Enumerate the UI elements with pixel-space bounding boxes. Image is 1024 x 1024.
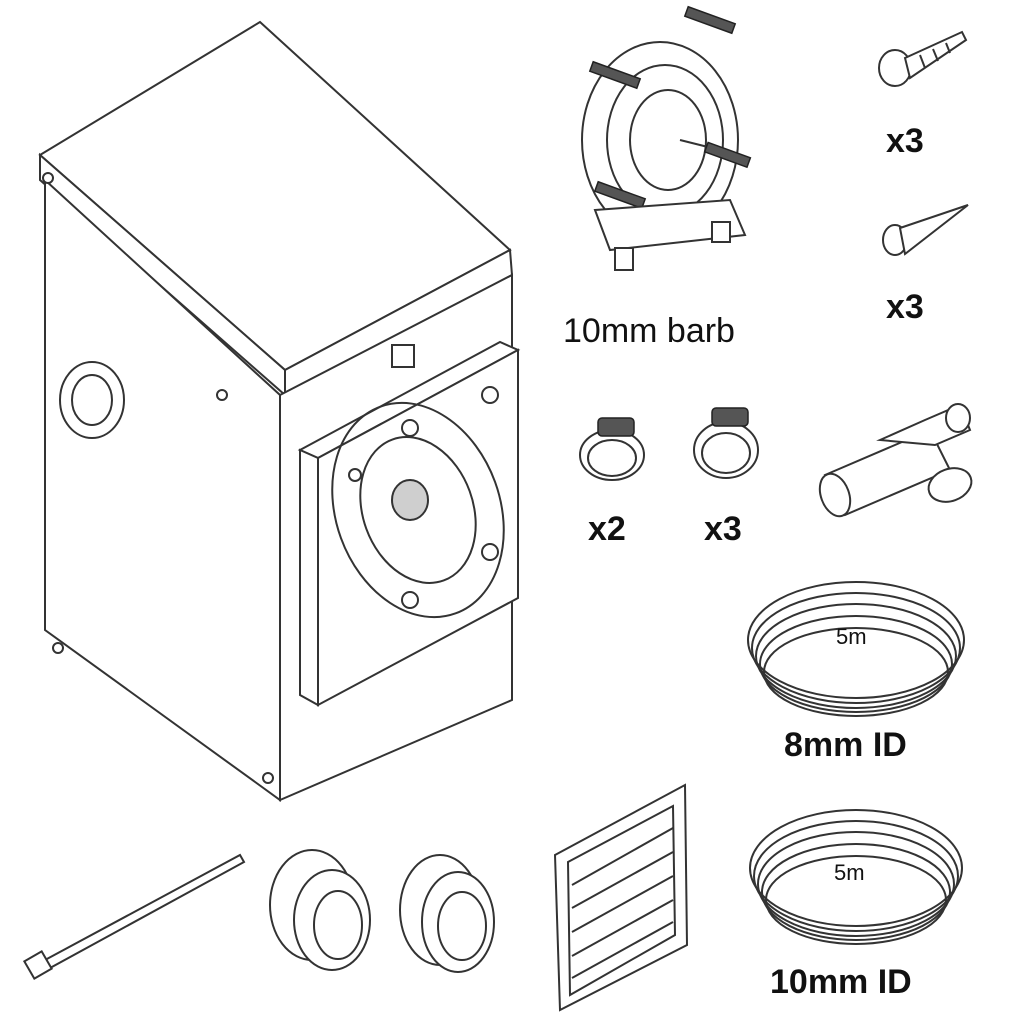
screw-thread: [945, 42, 951, 54]
pump-head-label: 10mm barb: [563, 312, 735, 350]
faceplate-screw: [481, 386, 499, 404]
tee-end: [945, 403, 971, 433]
label-row: [571, 827, 674, 886]
clip-screw-housing: [711, 407, 749, 427]
clip-band: [579, 429, 645, 481]
cable-tie-strap: [43, 853, 246, 970]
tube-10mm-length: 5m: [834, 860, 865, 885]
faceplate-screw: [348, 468, 362, 482]
cable-tie-head: [22, 949, 54, 981]
tube-coil-8mm: [747, 581, 965, 717]
faceplate-screw: [481, 543, 499, 561]
lid-screw: [391, 344, 415, 368]
pump-head-base: [593, 198, 747, 252]
coil-loop: [751, 592, 961, 704]
pump-head-ring-inner: [629, 89, 707, 191]
tee-connector: [818, 403, 973, 518]
faceplate-side: [299, 448, 319, 707]
screw: [878, 30, 968, 87]
coil-loop: [759, 615, 953, 713]
pump-ring-outer: [331, 401, 505, 619]
pump-rotor-shaft: [391, 479, 429, 521]
coil-loop: [753, 820, 959, 932]
tee-end: [818, 472, 852, 518]
label-row: [571, 899, 674, 957]
coil-loop: [763, 627, 949, 717]
grommet-body: [293, 869, 371, 971]
grommet-left: [269, 849, 371, 971]
coil-loop: [749, 809, 963, 927]
clip-band: [693, 421, 759, 479]
label-row: [571, 921, 674, 979]
pump-enclosure: [38, 20, 521, 802]
faceplate-front: [317, 348, 519, 707]
screw-thread: [919, 54, 926, 69]
faceplate-screw: [401, 419, 419, 437]
label-sheet-border: [566, 804, 677, 997]
pump-head-bolt: [683, 5, 737, 35]
clip-band-inner: [587, 439, 637, 477]
clip-screw-housing: [597, 417, 635, 437]
coil-loop: [755, 603, 957, 709]
label-sheet: [553, 783, 689, 1012]
label-sheet-card: [553, 783, 689, 1012]
wall-plug-body: [898, 204, 969, 256]
grommet-right: [399, 854, 495, 973]
coil-loop: [747, 581, 965, 699]
pump-head-bolt: [588, 60, 642, 90]
label-row: [571, 875, 674, 933]
screw-head: [216, 389, 228, 401]
clip-large-quantity: x3: [704, 510, 742, 548]
screw-head-part: [878, 49, 912, 87]
coil-loop: [765, 855, 947, 945]
pump-ring-inner: [359, 436, 477, 584]
wall-plug-quantity: x3: [886, 288, 924, 326]
pump-head-bolt: [593, 180, 647, 210]
barb-inlet: [711, 221, 731, 243]
tube-8mm-length: 5m: [836, 624, 867, 649]
coil-loop: [757, 831, 955, 937]
cable-grommet-inner: [71, 374, 113, 426]
clip-band-inner: [701, 432, 751, 474]
pump-head-bolt: [703, 141, 752, 169]
clip-small-quantity: x2: [588, 510, 626, 548]
grommet-body: [421, 871, 495, 973]
screw-head: [52, 642, 64, 654]
tee-end: [927, 467, 973, 503]
wall-plug: [882, 204, 969, 256]
barb-outlet: [614, 247, 634, 271]
tube-10mm-label: 10mm ID: [770, 963, 912, 1001]
pump-head: [581, 5, 752, 271]
grommet-opening: [313, 890, 363, 960]
screw-head: [42, 172, 54, 184]
tube-8mm-label: 8mm ID: [784, 726, 907, 764]
coil-loop: [761, 843, 951, 941]
hose-clip-small: [579, 417, 645, 481]
hose-clip-large: [693, 407, 759, 479]
cable-tie: [22, 853, 246, 981]
screw-thread: [932, 48, 939, 62]
grommet-opening: [437, 891, 487, 961]
faceplate-screw: [401, 591, 419, 609]
screw-head: [262, 772, 274, 784]
label-row: [571, 851, 674, 909]
tube-coil-10mm: [749, 809, 963, 945]
screw-quantity: x3: [886, 122, 924, 160]
